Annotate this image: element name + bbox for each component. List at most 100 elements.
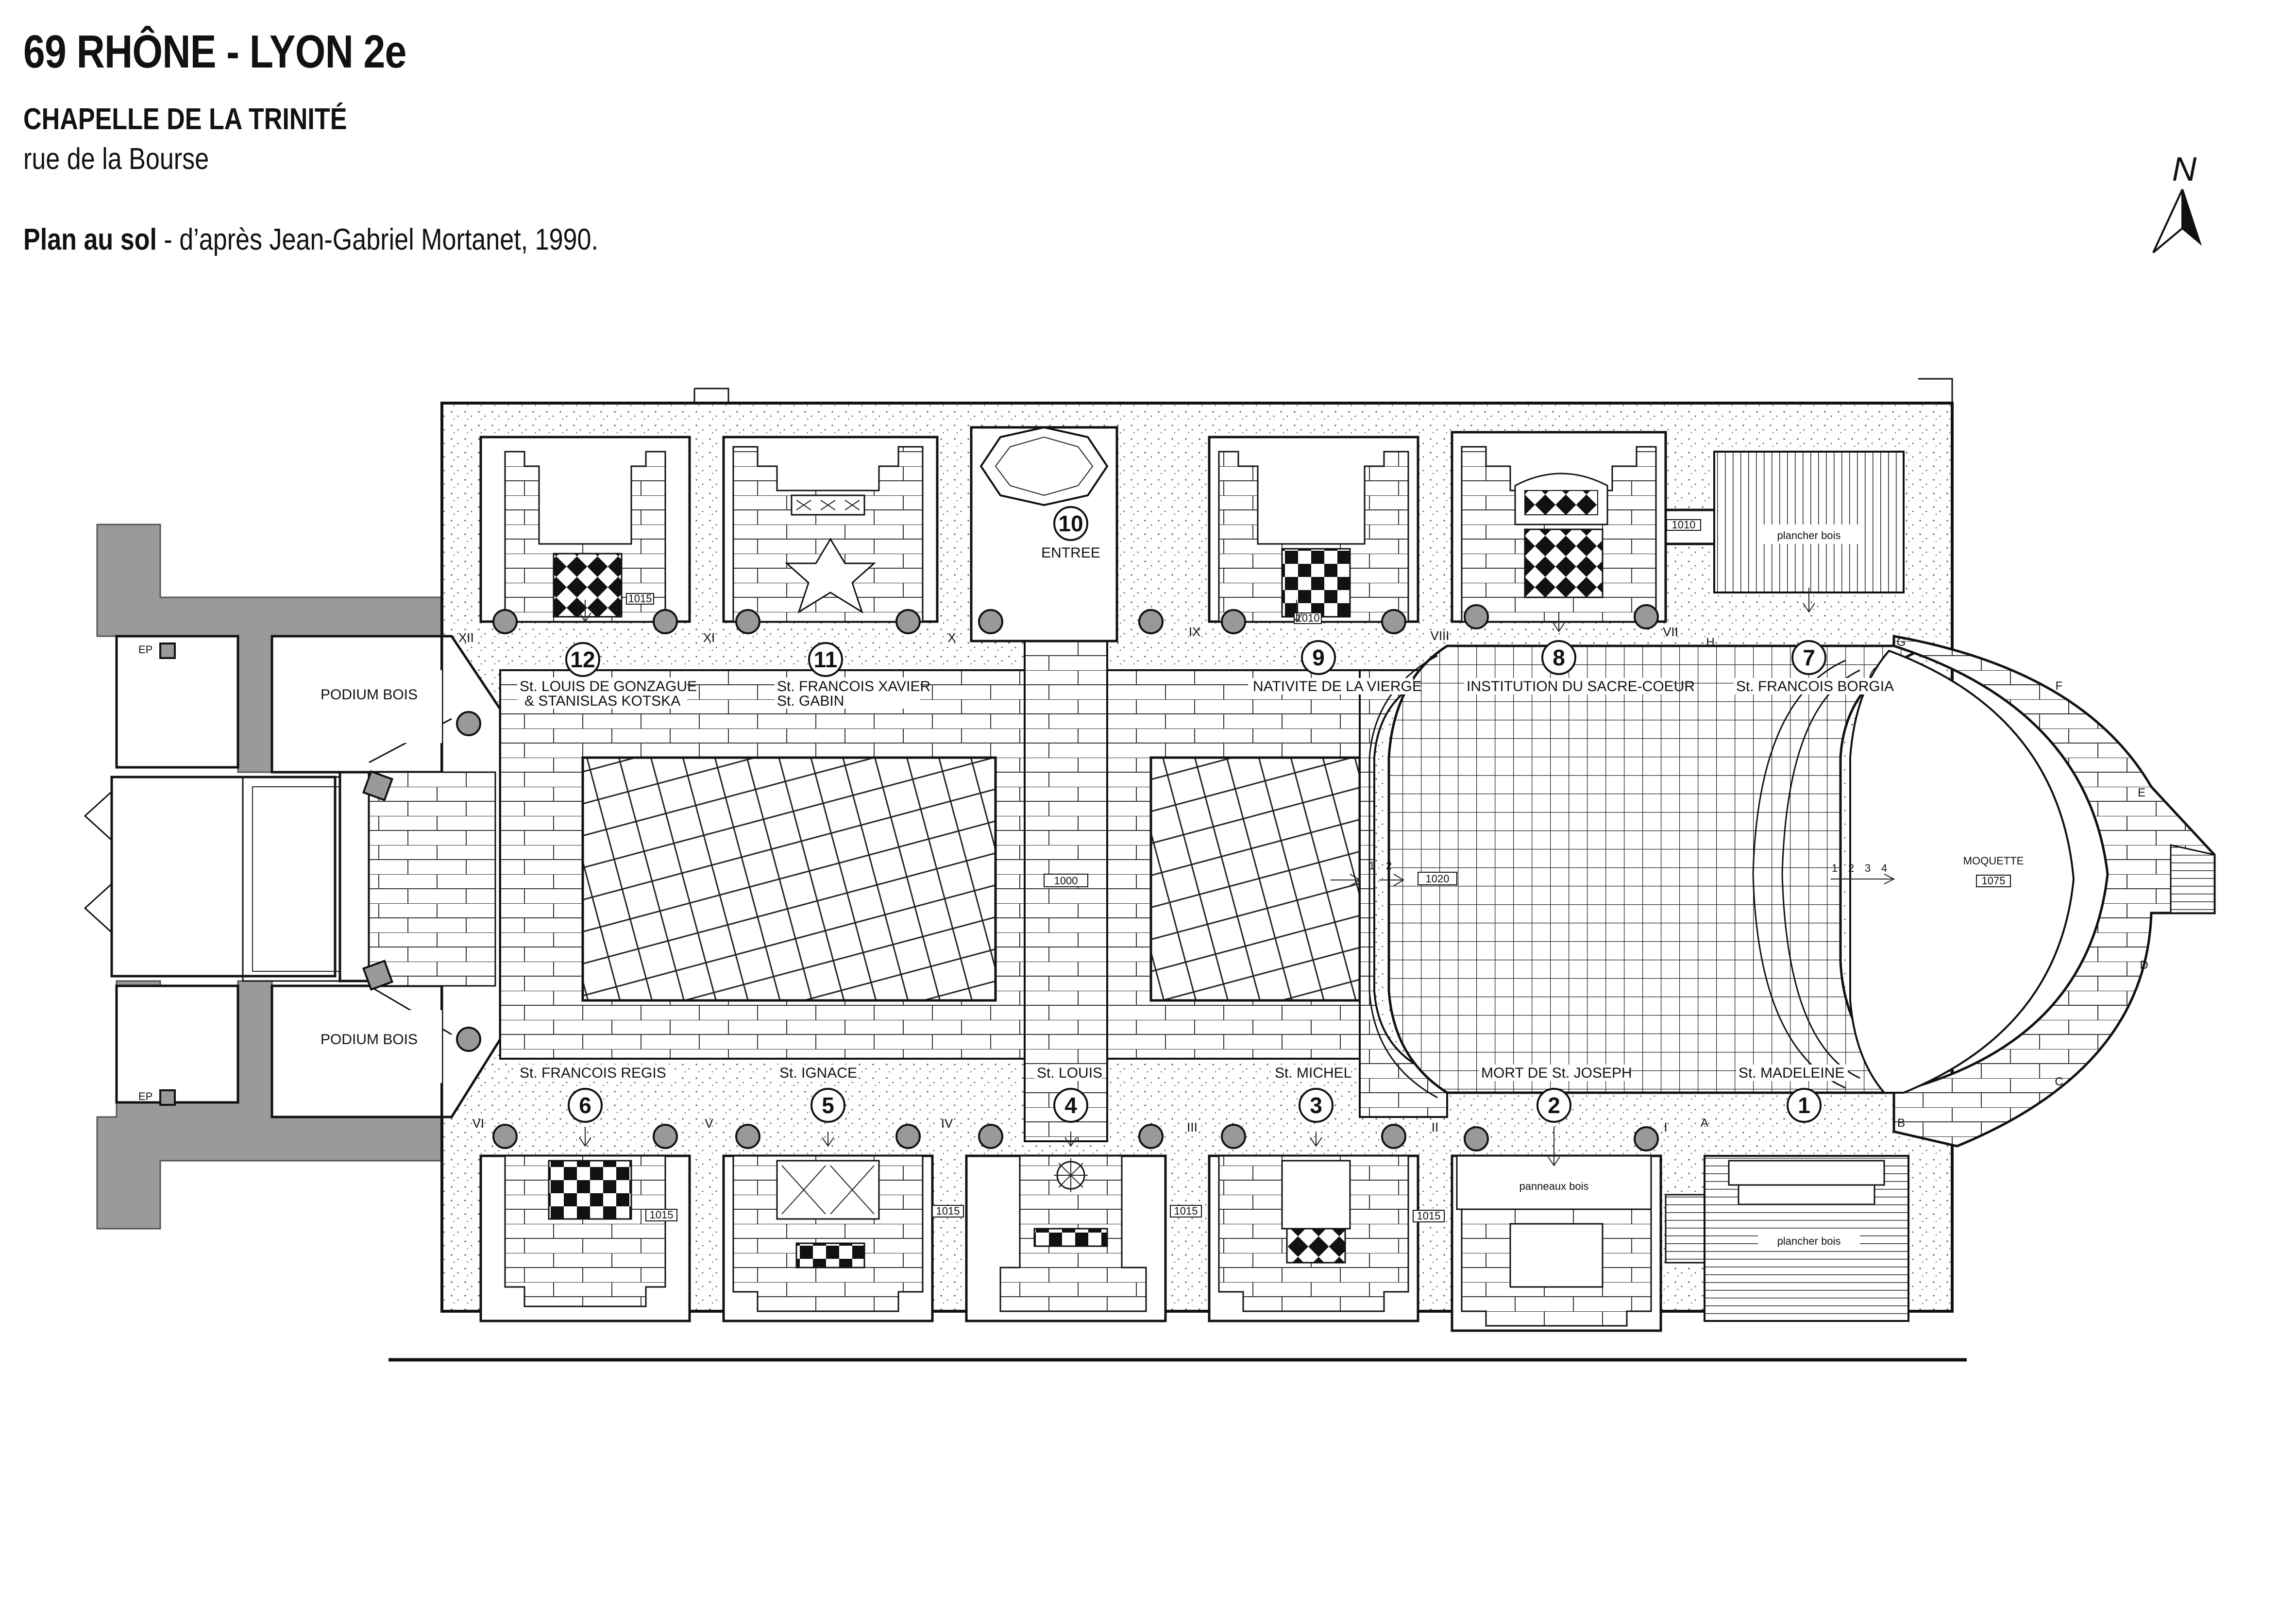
page-title: 69 RHÔNE - LYON 2e xyxy=(23,26,406,78)
chapel-number-9: 9 xyxy=(1301,640,1336,675)
chapel-12: 1015 xyxy=(479,436,691,623)
sacristy-top: 1010 plancher bois xyxy=(1664,451,1905,593)
apse-step-3: 3 xyxy=(1865,862,1871,874)
nave-step-1: 1 xyxy=(1369,860,1375,872)
bay-numerals-top: XII XI X IX VIII VII xyxy=(458,625,1678,645)
apse-step-1: 1 xyxy=(1832,862,1838,874)
svg-text:11: 11 xyxy=(814,647,838,672)
bay-viii: VIII xyxy=(1430,628,1449,643)
sacristy-bottom: plancher bois xyxy=(1665,1155,1909,1322)
chapel-2-name: MORT DE St. JOSEPH xyxy=(1481,1065,1632,1081)
apse-step-4: 4 xyxy=(1881,862,1887,874)
chapel-4: 1015 xyxy=(965,1154,1202,1322)
chapel-number-6: 6 xyxy=(568,1088,603,1123)
apse-letter-d: D xyxy=(2140,959,2148,972)
chapel-7-name: St. FRANCOIS BORGIA xyxy=(1736,678,1894,694)
bay-iii: III xyxy=(1187,1120,1198,1134)
svg-text:2: 2 xyxy=(1548,1093,1560,1118)
chapel-names: St. LOUIS DE GONZAGUE & STANISLAS KOTSKA… xyxy=(517,677,1894,1081)
chapel-6: 1015 xyxy=(479,1154,691,1322)
building-name: CHAPELLE DE LA TRINITÉ xyxy=(23,102,347,136)
sacristy-level: 1010 xyxy=(1672,519,1696,531)
bay-i: I xyxy=(1664,1120,1667,1134)
bay-xi: XI xyxy=(703,630,715,645)
svg-text:4: 4 xyxy=(1064,1093,1077,1118)
svg-text:10: 10 xyxy=(1058,511,1083,536)
apse-step-2: 2 xyxy=(1848,862,1854,874)
chapel-6-level: 1015 xyxy=(650,1209,674,1221)
apse-letter-b: B xyxy=(1897,1116,1905,1130)
chapel-number-11: 11 xyxy=(808,642,843,677)
chapel-number-3: 3 xyxy=(1299,1088,1334,1123)
plan-caption: Plan au sol - d’après Jean-Gabriel Morta… xyxy=(23,222,598,257)
chapel-5-name: St. IGNACE xyxy=(779,1065,857,1081)
sanitary-label-top: EP xyxy=(138,643,152,656)
chapel-4-name: St. LOUIS xyxy=(1037,1065,1102,1081)
podium-bottom-label: PODIUM BOIS xyxy=(321,1032,418,1048)
street-name: rue de la Bourse xyxy=(23,142,209,176)
chapel-number-5: 5 xyxy=(810,1088,845,1123)
chapel-12-level: 1015 xyxy=(628,592,652,605)
chapel-number-4: 4 xyxy=(1053,1088,1088,1123)
nave-step-2: 2 xyxy=(1386,860,1392,872)
apse-letter-h: H xyxy=(1706,636,1714,649)
svg-text:6: 6 xyxy=(579,1093,591,1118)
chapel-numbers: 12 11 10 9 8 7 6 5 4 3 2 1 xyxy=(565,506,1826,1123)
chapel-number-2: 2 xyxy=(1536,1088,1571,1123)
chapel-11-name: St. FRANCOIS XAVIER xyxy=(777,678,930,694)
chapel-number-1: 1 xyxy=(1787,1088,1822,1123)
pillars xyxy=(362,604,1659,1151)
svg-text:7: 7 xyxy=(1803,645,1815,670)
chapel-10-entrance: ENTREE xyxy=(970,426,1118,643)
crossing-level: 1020 xyxy=(1426,873,1450,885)
apse-letter-g: G xyxy=(1897,636,1906,649)
chapel-number-8: 8 xyxy=(1541,640,1576,675)
bay-xii: XII xyxy=(458,630,474,645)
podium-top-label: PODIUM BOIS xyxy=(321,687,418,703)
chapel-11 xyxy=(722,436,939,623)
chapel-6-name: St. FRANCOIS REGIS xyxy=(520,1065,666,1081)
chapel-3-level: 1015 xyxy=(1417,1210,1441,1222)
entrance-vestibule: PODIUM BOIS PODIUM BOIS xyxy=(316,635,502,1118)
moquette-level: 1075 xyxy=(1982,875,2006,887)
chapel-number-10: 10 xyxy=(1053,506,1088,541)
chapel-9: 1010 xyxy=(1208,436,1419,624)
chapel-4-level: 1015 xyxy=(1174,1205,1198,1217)
plan-label: Plan au sol xyxy=(23,223,157,256)
chapel-11-subname: St. GABIN xyxy=(777,693,844,709)
apse-letter-e: E xyxy=(2138,786,2145,799)
svg-text:1: 1 xyxy=(1798,1093,1810,1118)
apse: MOQUETTE 1075 1 2 3 4 G F E D C B A H xyxy=(1701,635,2216,1148)
apse-steps: 1 2 3 4 xyxy=(1831,862,1895,884)
apse-letter-f: F xyxy=(2056,679,2063,693)
apse-letter-c: C xyxy=(2055,1075,2063,1088)
bay-numerals-bottom: VI V IV III II I xyxy=(473,1116,1668,1134)
plan-source: - d’après Jean-Gabriel Mortanet, 1990. xyxy=(156,223,598,256)
plancher-top-label: plancher bois xyxy=(1777,529,1841,541)
svg-text:3: 3 xyxy=(1310,1093,1322,1118)
entree-label: ENTREE xyxy=(1041,545,1100,561)
nave-level: 1000 xyxy=(1054,875,1078,887)
bay-vii: VII xyxy=(1663,625,1678,639)
chapel-12-name: St. LOUIS DE GONZAGUE xyxy=(520,678,697,694)
bay-v: V xyxy=(705,1116,713,1131)
bay-ii: II xyxy=(1432,1120,1438,1134)
chapel-5: 1015 xyxy=(722,1154,964,1322)
panneaux-label: panneaux bois xyxy=(1519,1180,1588,1192)
chapel-3-name: St. MICHEL xyxy=(1275,1065,1351,1081)
chapel-8 xyxy=(1451,431,1667,623)
sanitary-label-bottom: EP xyxy=(138,1090,152,1102)
nave-floor: 1000 xyxy=(499,426,1361,1142)
bay-vi: VI xyxy=(473,1116,485,1131)
chapel-8-name: INSTITUTION DU SACRE-COEUR xyxy=(1467,678,1695,694)
direction-arrows xyxy=(579,588,1815,1167)
chapel-2: panneaux bois xyxy=(1451,1154,1662,1332)
bay-ix: IX xyxy=(1189,625,1201,639)
apse-letter-a: A xyxy=(1701,1116,1708,1130)
chapel-9-level: 1010 xyxy=(1296,612,1320,624)
chapel-12-subname: & STANISLAS KOTSKA xyxy=(524,693,680,709)
plancher-bottom-label: plancher bois xyxy=(1777,1235,1841,1247)
chapel-number-12: 12 xyxy=(565,642,600,677)
chapel-3: 1015 xyxy=(1208,1154,1445,1322)
